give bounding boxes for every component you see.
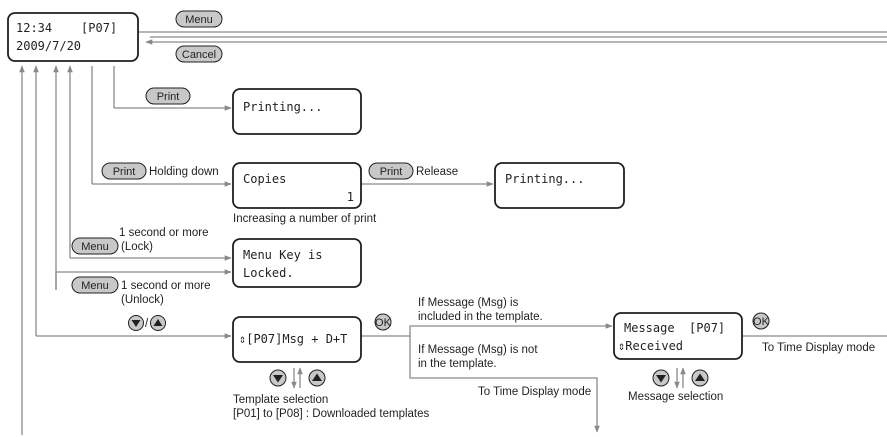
- unlock-label-1: 1 second or more: [121, 280, 211, 292]
- print-hold-button-label: Print: [113, 166, 136, 178]
- cancel-button[interactable]: Cancel: [175, 45, 223, 63]
- print-release-button-label: Print: [380, 166, 403, 178]
- copies-screen: Copies 1: [232, 162, 362, 209]
- template-selection-label: Template selection: [233, 394, 328, 406]
- up-button-template[interactable]: [308, 369, 326, 387]
- template-line1: ⇕[P07]Msg + D+T: [239, 332, 347, 346]
- triangle-down-icon: [273, 375, 283, 383]
- menu-unlock-button-label: Menu: [81, 280, 109, 292]
- message-line1: Message [P07]: [624, 321, 725, 335]
- printing-text-1: Printing...: [243, 100, 322, 114]
- template-screen: ⇕[P07]Msg + D+T: [232, 316, 362, 363]
- printing-text-2: Printing...: [505, 172, 584, 186]
- message-selection-label: Message selection: [628, 391, 723, 403]
- time-display-screen: 12:34 [P07] 2009/7/20: [7, 12, 139, 62]
- message-screen: Message [P07] ⇕Received: [613, 312, 743, 360]
- locked-screen: Menu Key is Locked.: [232, 238, 362, 288]
- templates-range-label: [P01] to [P08] : Downloaded templates: [233, 408, 430, 420]
- lock-label-1: 1 second or more: [119, 227, 209, 239]
- holding-down-label: Holding down: [149, 166, 219, 178]
- print-button[interactable]: Print: [145, 87, 191, 105]
- printing-screen-2: Printing...: [494, 162, 625, 209]
- down-button-template[interactable]: [269, 369, 287, 387]
- msg-included-arrow: [361, 323, 613, 337]
- ok-button-template[interactable]: OK: [374, 313, 392, 331]
- down-button-message[interactable]: [652, 369, 670, 387]
- cancel-button-label: Cancel: [182, 49, 216, 61]
- copies-count: 1: [347, 190, 354, 204]
- to-time-display-label-1: To Time Display mode: [478, 386, 591, 398]
- triangle-up-icon: [153, 319, 163, 326]
- msg-not-included-line: [409, 336, 600, 433]
- menu-lock-button[interactable]: Menu: [71, 237, 119, 255]
- menu-button-label: Menu: [185, 14, 213, 26]
- message-line2: ⇕Received: [618, 339, 683, 353]
- release-label: Release: [416, 166, 458, 178]
- copies-label: Copies: [243, 172, 286, 186]
- msg-not-label-2: in the template.: [418, 358, 497, 370]
- locked-line1: Menu Key is: [243, 248, 322, 262]
- msg-included-label-1: If Message (Msg) is: [418, 297, 519, 309]
- ok-button-message-label: OK: [753, 316, 770, 328]
- time-display-line2: 2009/7/20: [16, 39, 81, 53]
- lock-label-2: (Lock): [121, 241, 153, 253]
- msg-not-label-1: If Message (Msg) is not: [418, 344, 538, 356]
- up-button-left[interactable]: [150, 315, 166, 331]
- unlock-label-2: (Unlock): [121, 294, 164, 306]
- printing-screen-1: Printing...: [232, 88, 362, 135]
- print-button-label: Print: [157, 91, 180, 103]
- to-time-display-label-2: To Time Display mode: [762, 342, 875, 354]
- triangle-down-icon: [131, 320, 141, 327]
- print-release-button[interactable]: Print: [368, 162, 414, 180]
- unlock-arrow: [55, 269, 232, 290]
- menu-button[interactable]: Menu: [175, 10, 223, 28]
- ok-button-template-label: OK: [375, 317, 392, 329]
- time-display-line1: 12:34 [P07]: [16, 21, 117, 35]
- connector-lines: [19, 31, 887, 435]
- print-hold-button[interactable]: Print: [101, 162, 147, 180]
- msg-included-label-2: included in the template.: [418, 311, 543, 323]
- locked-line2: Locked.: [243, 266, 294, 280]
- triangle-down-icon: [656, 375, 666, 383]
- triangle-up-icon: [695, 373, 705, 381]
- up-button-message[interactable]: [691, 369, 709, 387]
- triangle-up-icon: [312, 373, 322, 381]
- menu-unlock-button[interactable]: Menu: [71, 276, 119, 294]
- increasing-label: Increasing a number of print: [233, 213, 377, 225]
- ok-button-message[interactable]: OK: [752, 312, 770, 330]
- down-button-left[interactable]: [128, 315, 144, 331]
- menu-lock-button-label: Menu: [81, 241, 109, 253]
- slash-label: /: [145, 318, 149, 330]
